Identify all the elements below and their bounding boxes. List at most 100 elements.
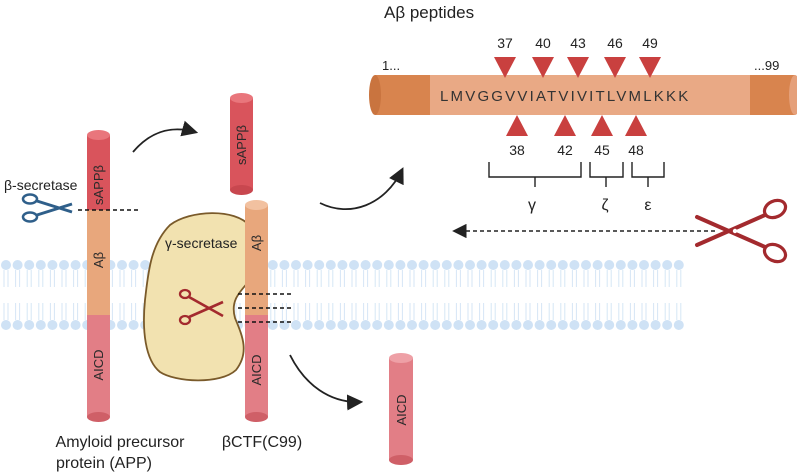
lipid-head bbox=[546, 320, 557, 330]
lipid-head bbox=[418, 320, 429, 330]
app-protein: sAPPβ Aβ AICD bbox=[87, 130, 110, 422]
lipid-head bbox=[395, 260, 406, 270]
lipid-head bbox=[349, 260, 359, 270]
lipid-head bbox=[569, 320, 580, 330]
cleavage-triangle-bottom bbox=[591, 115, 613, 136]
lipid-head bbox=[592, 260, 603, 270]
aicd-fragment: AICD bbox=[389, 353, 413, 465]
beta-scissors-icon bbox=[21, 193, 73, 223]
lipid-head bbox=[569, 260, 580, 270]
lipid-head bbox=[499, 260, 510, 270]
lipid-head bbox=[662, 320, 673, 330]
lipid-head bbox=[70, 260, 81, 270]
lipid-head bbox=[12, 260, 23, 270]
cleavage-triangle-top bbox=[639, 57, 661, 78]
lipid-head bbox=[1, 260, 11, 270]
cleavage-number-bottom: 42 bbox=[557, 142, 573, 158]
cleavage-triangle-top bbox=[604, 57, 626, 78]
lipid-head bbox=[267, 260, 278, 270]
lipid-head bbox=[47, 260, 58, 270]
lipid-head bbox=[650, 260, 661, 270]
ctf-protein: Aβ AICD bbox=[245, 200, 268, 422]
ctf-label: βCTF(C99) bbox=[222, 434, 302, 451]
lipid-head bbox=[418, 260, 429, 270]
lipid-head bbox=[592, 320, 603, 330]
peptide-sequence: LMVGGVVIATVIVITLVMLKKK bbox=[440, 88, 690, 105]
arrow-to-aicd bbox=[289, 354, 364, 411]
lipid-head bbox=[59, 260, 69, 270]
lipid-head bbox=[117, 260, 127, 270]
lipid-head bbox=[279, 260, 290, 270]
lipid-head bbox=[291, 260, 301, 270]
gamma-group-label: γ bbox=[528, 197, 536, 214]
lipid-head bbox=[523, 260, 533, 270]
lipid-head bbox=[441, 260, 452, 270]
lipid-head bbox=[337, 320, 348, 330]
app-aicd-segment bbox=[87, 315, 110, 417]
peptides-title: Aβ peptides bbox=[384, 3, 474, 22]
lipid-head bbox=[407, 320, 417, 330]
lipid-head bbox=[673, 260, 684, 270]
app-abeta-label: Aβ bbox=[91, 252, 106, 268]
lipid-head bbox=[314, 260, 325, 270]
lipid-head bbox=[302, 260, 313, 270]
lipid-head bbox=[639, 260, 649, 270]
lipid-head bbox=[581, 260, 591, 270]
cleavage-triangle-bottom bbox=[554, 115, 576, 136]
lipid-head bbox=[615, 320, 626, 330]
lipid-head bbox=[291, 320, 301, 330]
lipid-head bbox=[627, 260, 638, 270]
lipid-head bbox=[12, 320, 23, 330]
zeta-group-label: ζ bbox=[601, 197, 608, 214]
lipid-head bbox=[372, 260, 383, 270]
lipid-head bbox=[117, 320, 127, 330]
lipid-head bbox=[650, 320, 661, 330]
lipid-head bbox=[511, 260, 522, 270]
lipid-head bbox=[499, 320, 510, 330]
lipid-head bbox=[511, 320, 522, 330]
lipid-head bbox=[639, 320, 649, 330]
app-abeta-segment bbox=[87, 210, 110, 315]
lipid-head bbox=[59, 320, 69, 330]
gamma-secretase-label: γ-secretase bbox=[165, 235, 238, 251]
sappb-fragment-label: sAPPβ bbox=[234, 125, 249, 165]
cleavage-triangle-bottom bbox=[625, 115, 647, 136]
peptide-tube bbox=[369, 75, 797, 115]
cleavage-number-top: 37 bbox=[497, 35, 513, 51]
sequence-end-label: ...99 bbox=[754, 58, 779, 73]
cleavage-triangle-top bbox=[532, 57, 554, 78]
arrow-to-sappb bbox=[132, 120, 199, 153]
ctf-top-cap bbox=[245, 200, 268, 210]
app-bottom-cap bbox=[87, 412, 110, 422]
lipid-head bbox=[673, 320, 684, 330]
epsilon-group-label: ε bbox=[644, 197, 651, 214]
cleavage-number-top: 49 bbox=[642, 35, 658, 51]
app-label-line1: Amyloid precursor bbox=[56, 434, 186, 451]
lipid-head bbox=[476, 260, 487, 270]
cleavage-brackets bbox=[488, 162, 665, 187]
cleavage-number-top: 46 bbox=[607, 35, 623, 51]
app-sappb-label: sAPPβ bbox=[91, 165, 106, 205]
beta-secretase-label: β-secretase bbox=[4, 177, 78, 193]
ctf-abeta-label: Aβ bbox=[249, 235, 264, 251]
lipid-head bbox=[314, 320, 325, 330]
lipid-head bbox=[325, 320, 336, 330]
aicd-fragment-label: AICD bbox=[394, 394, 409, 425]
cleavage-number-bottom: 45 bbox=[594, 142, 610, 158]
cleavage-number-top: 43 bbox=[570, 35, 586, 51]
ctf-abeta-segment bbox=[245, 205, 268, 315]
lipid-head bbox=[383, 260, 394, 270]
lipid-head bbox=[430, 320, 441, 330]
lipid-head bbox=[383, 320, 394, 330]
app-aicd-label: AICD bbox=[91, 349, 106, 380]
lipid-head bbox=[453, 320, 464, 330]
gamma-bracket bbox=[488, 162, 582, 178]
lipid-head bbox=[662, 260, 673, 270]
cleavage-number-bottom: 38 bbox=[509, 142, 525, 158]
lipid-head bbox=[465, 260, 475, 270]
lipid-head bbox=[546, 260, 557, 270]
lipid-head bbox=[465, 320, 475, 330]
lipid-head bbox=[302, 320, 313, 330]
